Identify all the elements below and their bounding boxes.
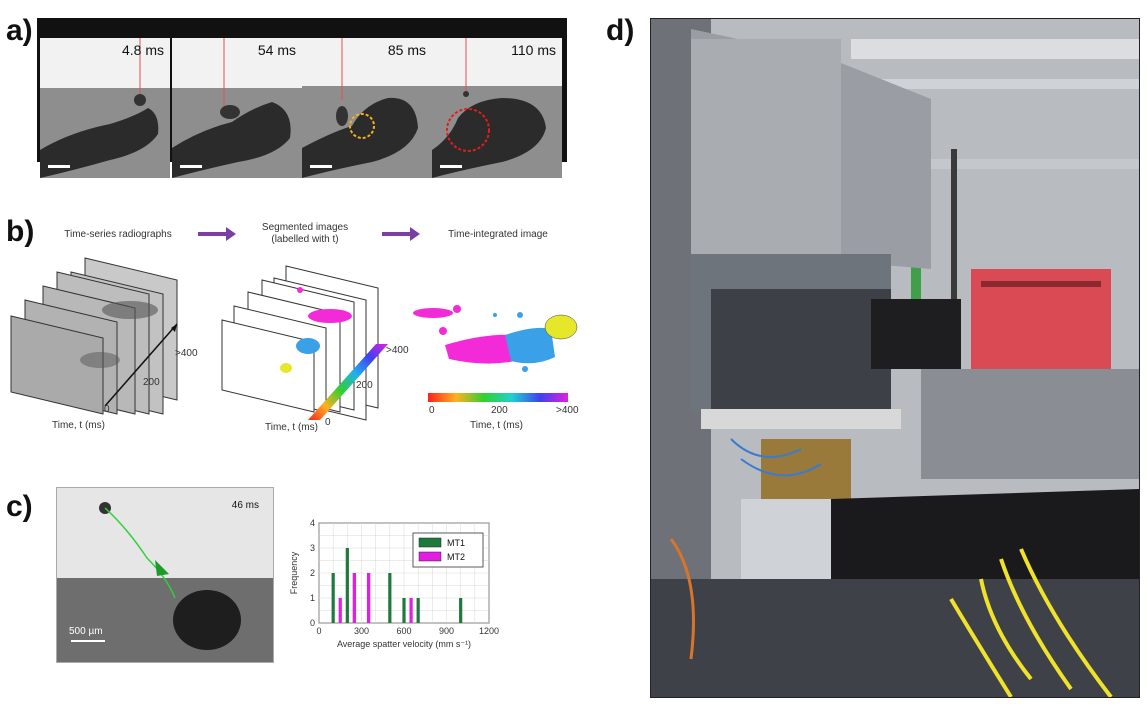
x-tick-label: 1200	[479, 626, 499, 636]
panel-b-label: b)	[6, 215, 35, 248]
step-radiographs-label: Time-series radiographs	[64, 229, 172, 240]
scale-bar	[310, 165, 332, 168]
y-tick-label: 4	[310, 518, 315, 528]
seg-tick-0: 0	[325, 417, 331, 428]
segmented-stack	[221, 265, 388, 421]
frame-4-time: 110 ms	[511, 42, 556, 58]
bar-MT1	[345, 548, 349, 623]
bar-MT2	[409, 598, 413, 623]
spatter-radiograph: 46 ms 500 µm	[56, 487, 274, 663]
radiograph-stack	[10, 257, 178, 415]
step-segmented-line1: Segmented images	[261, 222, 349, 233]
scale-bar	[440, 165, 462, 168]
radiograph-frame-3: 85 ms	[302, 38, 432, 178]
panel-d-label: d)	[606, 14, 635, 47]
beamline-photo	[650, 18, 1140, 698]
panel-a-label: a)	[6, 14, 33, 47]
bar-MT1	[402, 598, 406, 623]
scale-bar	[180, 165, 202, 168]
panel-a-strip: 4.8 ms 54 ms 85 ms	[37, 18, 567, 178]
y-tick-label: 1	[310, 593, 315, 603]
seg-tick-200: 200	[356, 380, 373, 391]
x-tick-label: 300	[354, 626, 369, 636]
colorbar-axis-label: Time, t (ms)	[470, 420, 523, 431]
colorbar-tick-0: 0	[429, 405, 435, 416]
bar-MT1	[416, 598, 420, 623]
seg-tick-400: >400	[386, 345, 409, 356]
x-tick-label: 900	[439, 626, 454, 636]
bar-MT2	[366, 573, 371, 623]
colorbar-tick-400: >400	[556, 405, 579, 416]
x-tick-label: 0	[316, 626, 321, 636]
step-segmented-line2: (labelled with t)	[271, 234, 339, 245]
frame-3-time: 85 ms	[387, 42, 426, 58]
y-tick-label: 2	[310, 568, 315, 578]
legend-label-MT2: MT2	[447, 552, 465, 562]
stack-axis-label: Time, t (ms)	[52, 420, 105, 431]
legend-label-MT1: MT1	[447, 538, 465, 548]
spatter-scalebar	[71, 640, 105, 642]
spatter-scalebar-label: 500 µm	[69, 626, 103, 637]
bar-MT2	[352, 573, 357, 623]
y-tick-label: 3	[310, 543, 315, 553]
radiograph-frame-1: 4.8 ms	[40, 38, 170, 178]
y-tick-label: 0	[310, 618, 315, 628]
flow-arrow-icon	[198, 227, 236, 241]
flow-arrow-icon	[382, 227, 420, 241]
legend-swatch-MT1	[418, 537, 442, 548]
stack-tick-200: 200	[143, 377, 160, 388]
stack-tick-400: >400	[175, 348, 198, 359]
x-tick-label: 600	[396, 626, 411, 636]
panel-c-label: c)	[6, 490, 33, 523]
bar-MT1	[388, 573, 392, 623]
frame-1-time: 4.8 ms	[121, 42, 164, 58]
bar-MT2	[338, 598, 342, 623]
radiograph-frame-4: 110 ms	[432, 38, 562, 178]
radiograph-frame-2: 54 ms	[172, 38, 302, 178]
x-axis-label: Average spatter velocity (mm s⁻¹)	[337, 639, 471, 649]
time-colorbar	[428, 393, 568, 402]
step-segmented-label: Segmented images (labelled with t)	[240, 222, 370, 246]
y-axis-label: Frequency	[289, 551, 299, 594]
stack-tick-0: 0	[104, 404, 110, 415]
stacked-frames	[10, 257, 178, 415]
legend-swatch-MT2	[418, 551, 442, 562]
bar-MT1	[459, 598, 463, 623]
step-integrated-label: Time-integrated image	[448, 229, 548, 240]
bar-MT1	[331, 573, 335, 623]
scale-bar	[48, 165, 70, 168]
spatter-image-time: 46 ms	[231, 500, 259, 511]
colorbar-tick-200: 200	[491, 405, 508, 416]
time-integrated-image	[413, 305, 578, 372]
frame-2-time: 54 ms	[257, 42, 296, 58]
seg-axis-label: Time, t (ms)	[265, 422, 318, 433]
